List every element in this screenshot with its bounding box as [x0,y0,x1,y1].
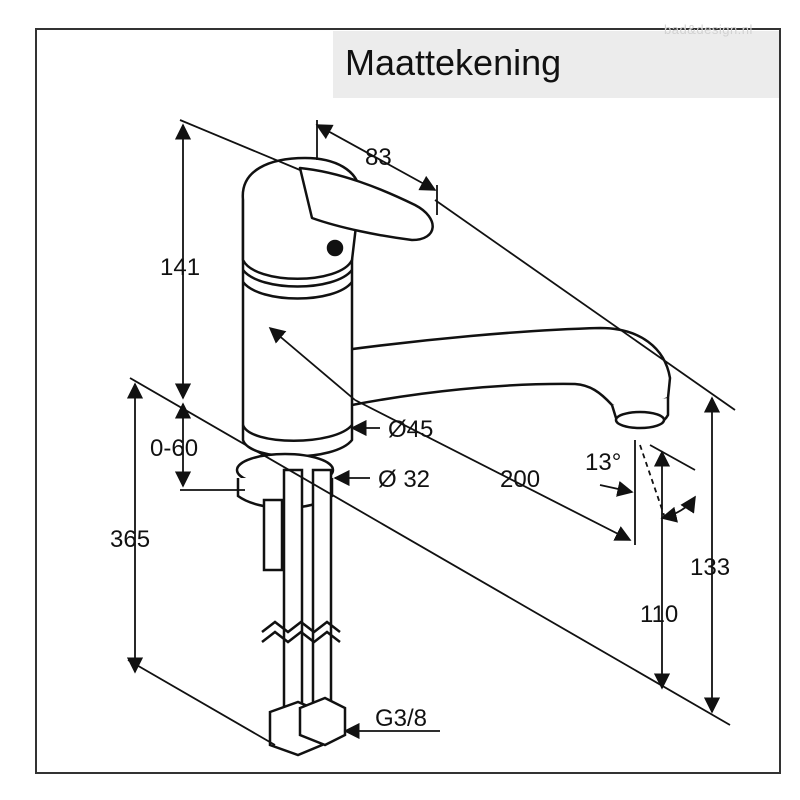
watermark-logo: bad&design.nl [664,22,753,37]
mounting-hardware [235,452,347,757]
lever-screw [326,239,344,257]
hose-break-symbol [261,620,341,644]
fixing-bolt [262,498,284,572]
faucet-outline [241,156,672,458]
dimension-lines [126,119,736,746]
dim-hose-length: 365 [110,526,150,553]
drawing-title: Maattekening [345,42,562,83]
dim-handle-width: 83 [365,144,392,171]
supply-hose-right [311,468,333,712]
hose-connector-right [298,696,347,747]
body-band-bottom [242,281,353,300]
dim-body-height: 141 [160,254,200,281]
dim-body-diameter: Ø45 [388,416,433,443]
dim-spout-angle: 13° [585,449,621,476]
body-band-top [242,269,353,288]
supply-hose-left [282,468,304,712]
dim-outlet-height: 110 [640,601,678,628]
dim-connection-thread: G3/8 [375,705,427,732]
dim-spout-reach: 200 [500,466,540,493]
body-ring [241,424,353,442]
dim-base-diameter: Ø 32 [378,466,430,493]
spout [343,326,672,410]
drawing-frame [35,28,781,774]
dim-deck-range: 0-60 [150,435,198,462]
dim-total-height: 133 [690,554,730,581]
spout-aerator [614,410,666,430]
title-banner: Maattekening [333,31,779,98]
dimension-labels: 83 141 0-60 Ø45 Ø 32 200 13° 365 110 133… [110,144,730,732]
